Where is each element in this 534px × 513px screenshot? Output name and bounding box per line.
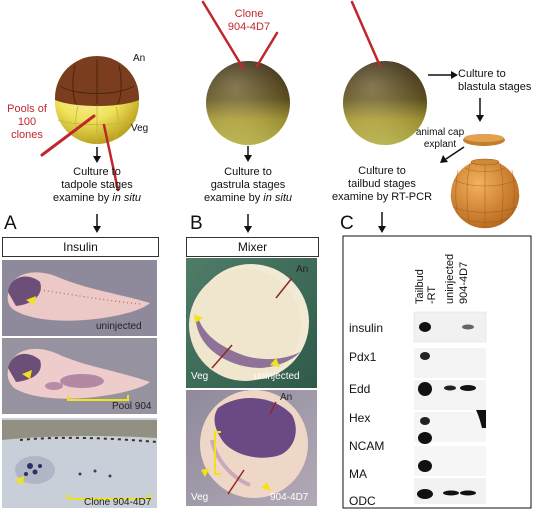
gel-row-insulin: insulin — [349, 321, 384, 335]
gastrula-an-label-1: An — [296, 264, 309, 275]
step-tailbud: Culture to tailbud stages examine by RT-… — [331, 165, 433, 203]
gastrula-an-label-2: An — [280, 392, 293, 403]
gastrula-veg-label-1: Veg — [191, 371, 209, 382]
photo-904-4d7-gastrula — [186, 390, 317, 506]
photo-label-pool-904: Pool 904 — [112, 401, 152, 412]
rt-pcr-gel — [342, 235, 532, 509]
gel-column-headers: Tailbud -RT uninjected 904-4D7 — [414, 240, 494, 310]
cultured-cap — [450, 158, 520, 229]
gel-row-pdx1: Pdx1 — [349, 350, 377, 364]
pool-label: Pools of 100 clones — [7, 103, 47, 141]
panel-b-letter: B — [190, 213, 203, 234]
panel-a-letter: A — [4, 213, 17, 234]
embryo-injected — [343, 61, 427, 145]
photo-label-clone: Clone 904-4D7 — [84, 497, 152, 508]
step-gastrula: Culture to gastrula stages examine by in… — [203, 166, 293, 204]
gastrula-veg-label-2: Veg — [191, 492, 209, 503]
gastrula-label-904-4d7: 904-4D7 — [270, 492, 309, 503]
clone-label: Clone 904-4D7 — [227, 8, 271, 33]
embryo-uncleaved — [206, 61, 290, 145]
panel-a-title: Insulin — [2, 237, 159, 257]
photo-uninjected-tadpole — [2, 260, 157, 336]
cap-explant-label: animal cap explant — [415, 127, 465, 150]
photo-clone-904-4d7-tadpole — [2, 418, 158, 508]
photo-uninjected-gastrula — [186, 258, 317, 388]
gel-col-tailbud: Tailbud -RT — [414, 269, 438, 304]
embryo-cleaved — [55, 56, 139, 144]
gel-row-edd: Edd — [349, 382, 371, 396]
gel-row-hex: Hex — [349, 411, 371, 425]
photo-label-uninjected: uninjected — [96, 321, 142, 332]
gel-row-odc: ODC — [349, 494, 376, 508]
panel-c-letter: C — [340, 213, 354, 234]
step-blastula: Culture to blastula stages — [458, 68, 532, 93]
animal-pole-label: An — [133, 53, 146, 64]
gel-row-ma: MA — [349, 467, 367, 481]
gel-col-904-4d7: 904-4D7 — [458, 261, 470, 304]
gastrula-label-uninjected: uninjected — [254, 371, 300, 382]
gel-row-labels: insulin Pdx1 Edd Hex NCAM MA ODC — [343, 236, 413, 508]
gel-col-uninjected: uninjected — [444, 253, 456, 304]
step-tadpole: Culture to tadpole stages examine by in … — [52, 166, 142, 204]
animal-cap-explant — [463, 134, 505, 146]
panel-b-title: Mixer — [186, 237, 319, 257]
gel-row-ncam: NCAM — [349, 439, 385, 453]
photo-pool-904-tadpole — [2, 338, 157, 414]
vegetal-pole-label: Veg — [131, 123, 149, 134]
